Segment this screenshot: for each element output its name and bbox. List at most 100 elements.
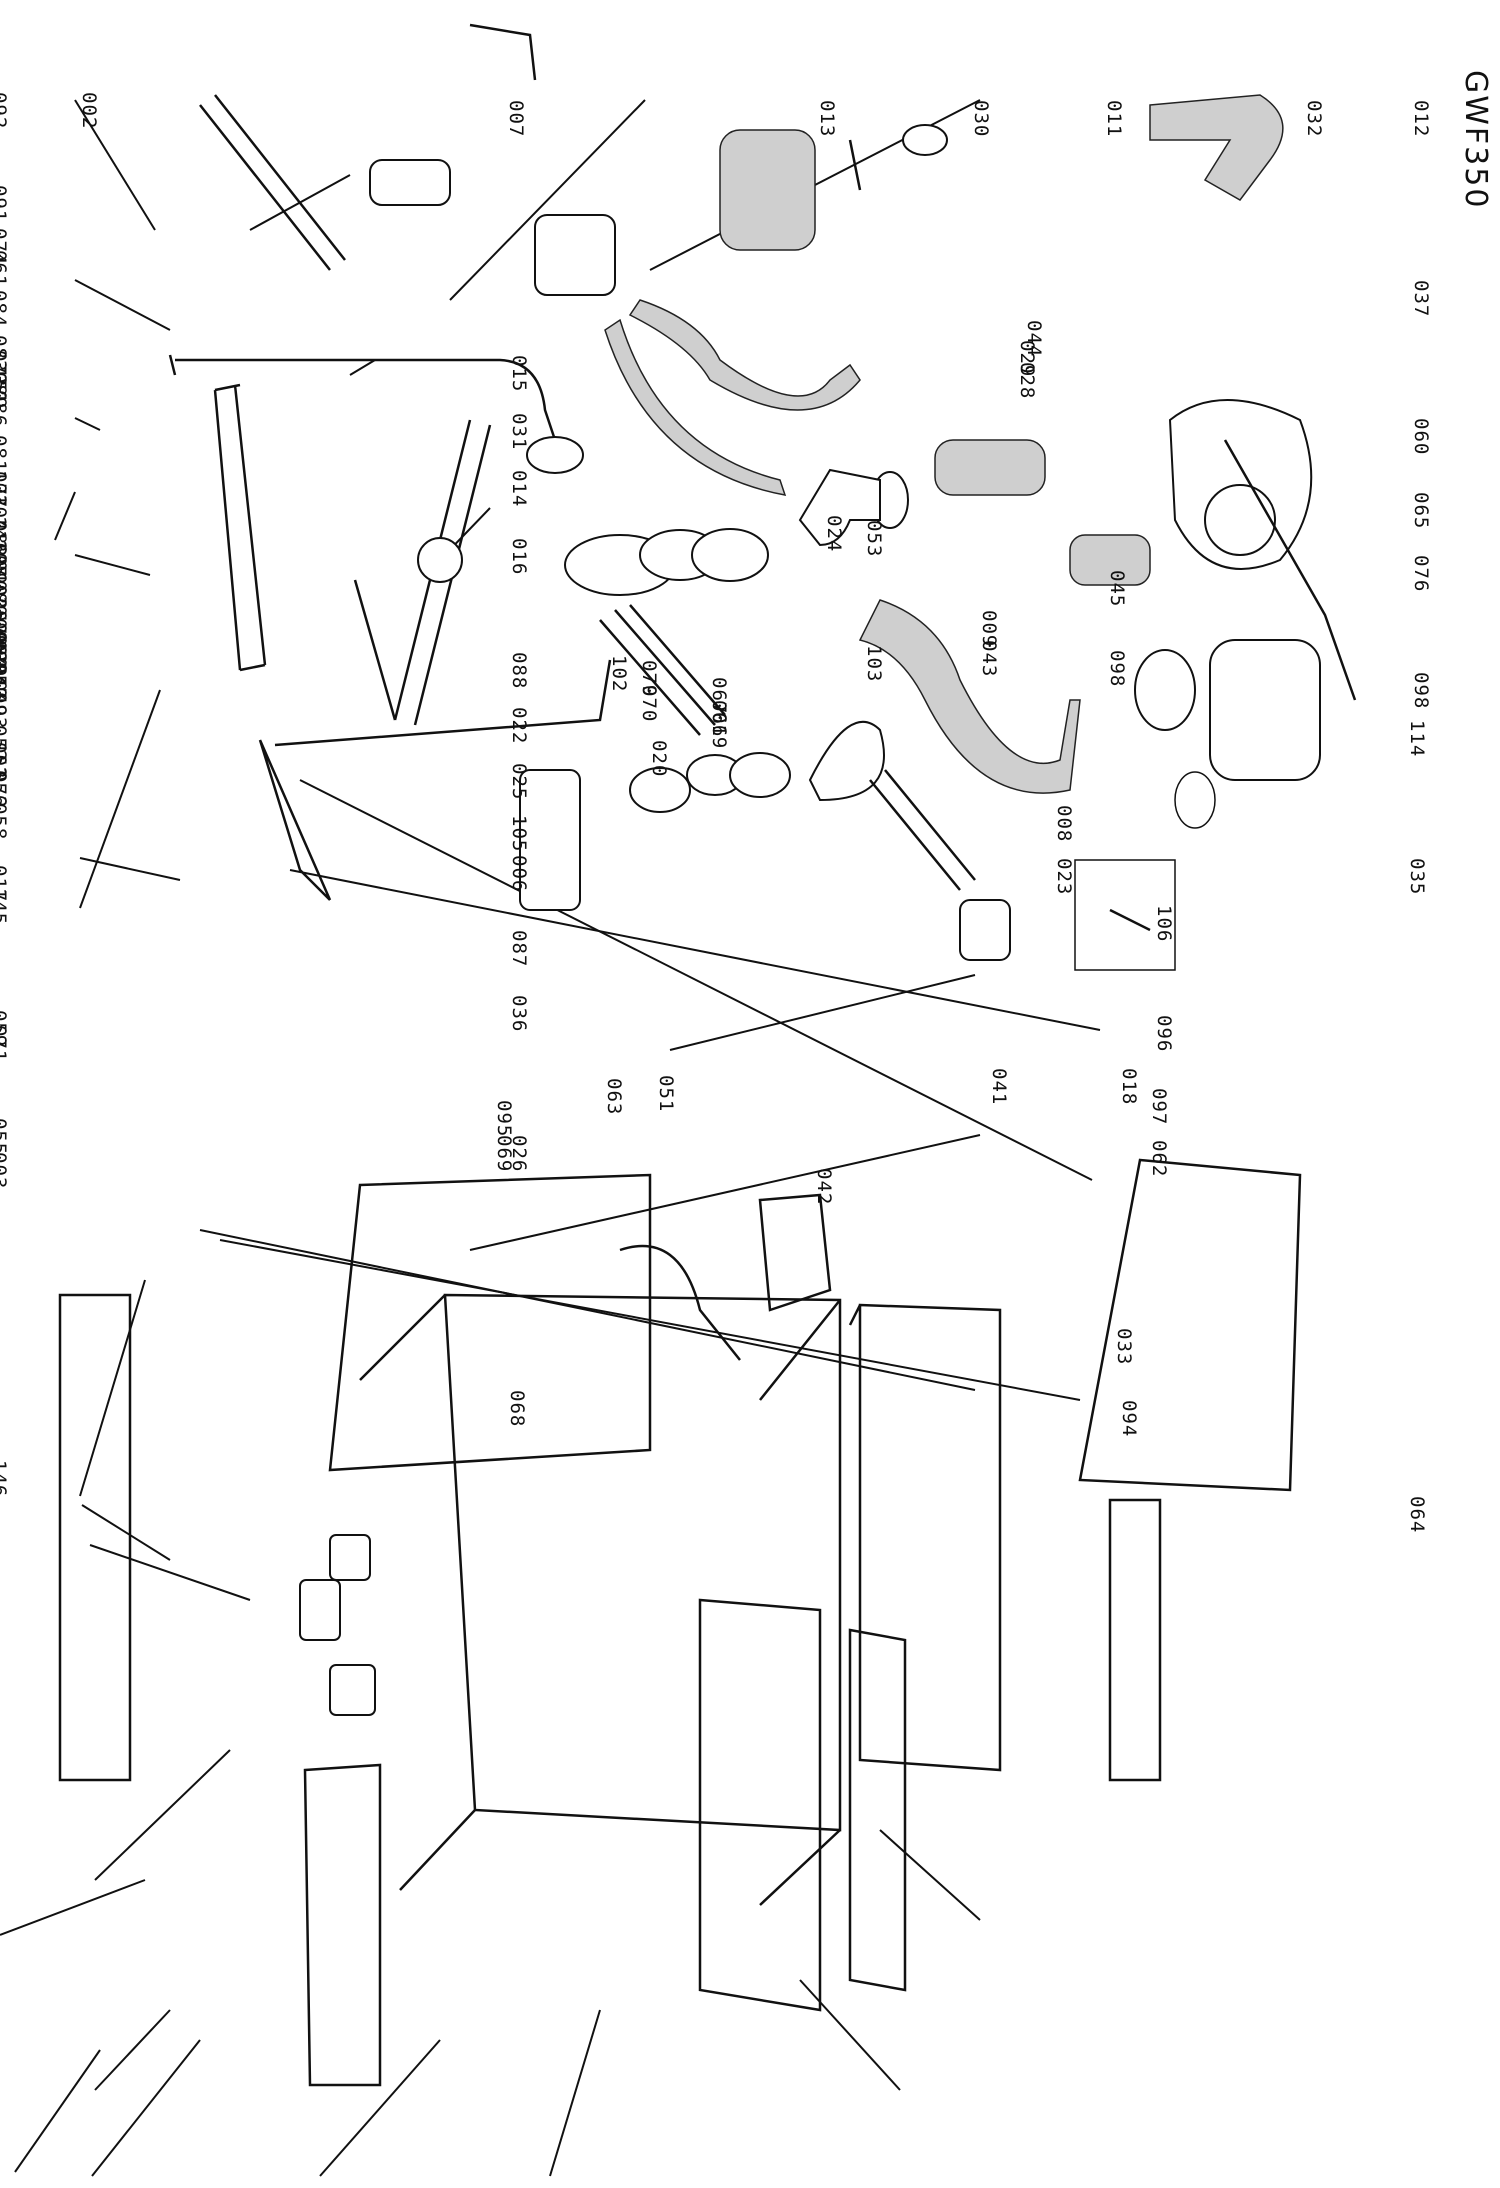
part-label: 103 <box>863 645 885 683</box>
part-023-drawing <box>798 468 881 547</box>
part-label: 014 <box>508 470 530 508</box>
part-011-drawing <box>168 354 557 441</box>
leader-line <box>74 554 151 576</box>
part-label: 024 <box>823 515 845 553</box>
part-label: 077 <box>0 471 10 509</box>
leader-line <box>299 779 1093 1181</box>
part-label: 008 <box>1053 805 1075 843</box>
part-label: 013 <box>816 100 838 138</box>
part-label: 033 <box>1113 1328 1135 1366</box>
part-095-069-inset <box>1074 859 1176 971</box>
part-041-drawing <box>902 124 948 156</box>
part-label: 091 <box>0 185 10 223</box>
leader-line <box>669 974 976 1051</box>
part-030-drawing <box>213 383 267 672</box>
part-label: 058 <box>0 803 10 841</box>
part-label: 146 <box>0 1460 10 1498</box>
part-063-drawing <box>858 599 1081 794</box>
part-label: 016 <box>508 538 530 576</box>
part-042-drawing <box>1134 649 1196 731</box>
model-code: GWF350 <box>1458 70 1493 210</box>
leader-line <box>349 359 376 376</box>
part-label: 105 <box>508 815 530 853</box>
part-label: 094 <box>1118 1400 1140 1438</box>
part-007-drawing <box>258 659 612 901</box>
part-146-drawing <box>1078 1158 1302 1492</box>
part-label: 087 <box>508 930 530 968</box>
leader-line <box>94 1749 231 1881</box>
part-label: 076 <box>1410 555 1432 593</box>
part-label: 007 <box>505 100 527 138</box>
part-label: 064 <box>1406 1496 1428 1534</box>
part-label: 092 <box>0 92 10 130</box>
part-label: 036 <box>508 995 530 1033</box>
part-044-drawing <box>417 537 463 583</box>
leader-line <box>0 1879 146 1936</box>
leader-line <box>89 1544 251 1601</box>
part-label: 069 <box>493 1135 515 1173</box>
part-label: 053 <box>863 520 885 558</box>
part-083-drawing <box>299 1579 341 1641</box>
part-label: 098 <box>1410 672 1432 710</box>
part-098b-drawing <box>604 318 787 496</box>
part-label: 017 <box>0 865 10 903</box>
part-label: 019 <box>708 712 730 750</box>
part-label: 045 <box>1106 570 1128 608</box>
part-label: 018 <box>1118 1068 1140 1106</box>
part-001-drawing <box>698 1598 822 2012</box>
leader-line <box>54 491 76 541</box>
part-label: 071 <box>0 1025 10 1063</box>
part-103-drawing <box>691 528 769 582</box>
part-label: 084 <box>0 290 10 328</box>
part-label: 102 <box>608 655 630 693</box>
leader-line <box>74 99 156 231</box>
leader-line <box>79 1279 146 1497</box>
water-circuit-parts <box>168 23 1357 971</box>
part-label: 063 <box>603 1078 625 1116</box>
part-label: 011 <box>1103 100 1125 138</box>
part-label: 035 <box>1406 858 1428 896</box>
leader-line <box>14 2049 101 2173</box>
part-003-drawing <box>1108 1498 1162 1782</box>
leader-line <box>799 1979 901 2091</box>
part-060-drawing <box>369 159 451 206</box>
part-017-drawing <box>848 1628 907 1992</box>
part-label: 114 <box>1406 720 1428 758</box>
part-068-drawing <box>1174 771 1216 829</box>
part-label: 012 <box>1410 100 1432 138</box>
part-label: 025 <box>508 763 530 801</box>
part-096-drawing <box>934 439 1046 496</box>
part-090-drawing <box>329 1534 371 1581</box>
part-label: 081 <box>0 435 10 473</box>
part-label: 097 <box>1148 1088 1170 1126</box>
leader-line <box>199 1229 976 1391</box>
leader-line <box>74 417 101 431</box>
part-label: 055 <box>0 1118 10 1156</box>
part-label: 088 <box>508 652 530 690</box>
part-026-drawing <box>1209 639 1321 781</box>
part-062-drawing <box>1069 534 1151 586</box>
leader-line <box>469 1134 981 1251</box>
part-087-drawing <box>869 769 976 891</box>
part-label: 070 <box>638 685 660 723</box>
part-label: 106 <box>1153 905 1175 943</box>
part-076-drawing <box>534 214 616 296</box>
part-018-drawing <box>719 129 816 251</box>
part-label: 047 <box>0 663 10 701</box>
part-022-drawing <box>629 767 691 813</box>
part-073-drawing <box>303 1763 382 2087</box>
leader-line <box>289 869 1101 1031</box>
part-016-drawing <box>519 769 581 911</box>
part-label: 098 <box>1106 650 1128 688</box>
part-label: 031 <box>508 413 530 451</box>
part-020-drawing <box>1223 439 1357 701</box>
part-label: 022 <box>508 707 530 745</box>
part-088-drawing <box>599 604 726 736</box>
part-002-drawing <box>58 1293 132 1782</box>
part-098-drawing <box>628 299 861 411</box>
part-152-drawing <box>758 1193 832 1312</box>
part-035-drawing <box>848 139 862 191</box>
part-label: 002 <box>78 92 100 130</box>
part-089-drawing <box>329 1664 376 1716</box>
